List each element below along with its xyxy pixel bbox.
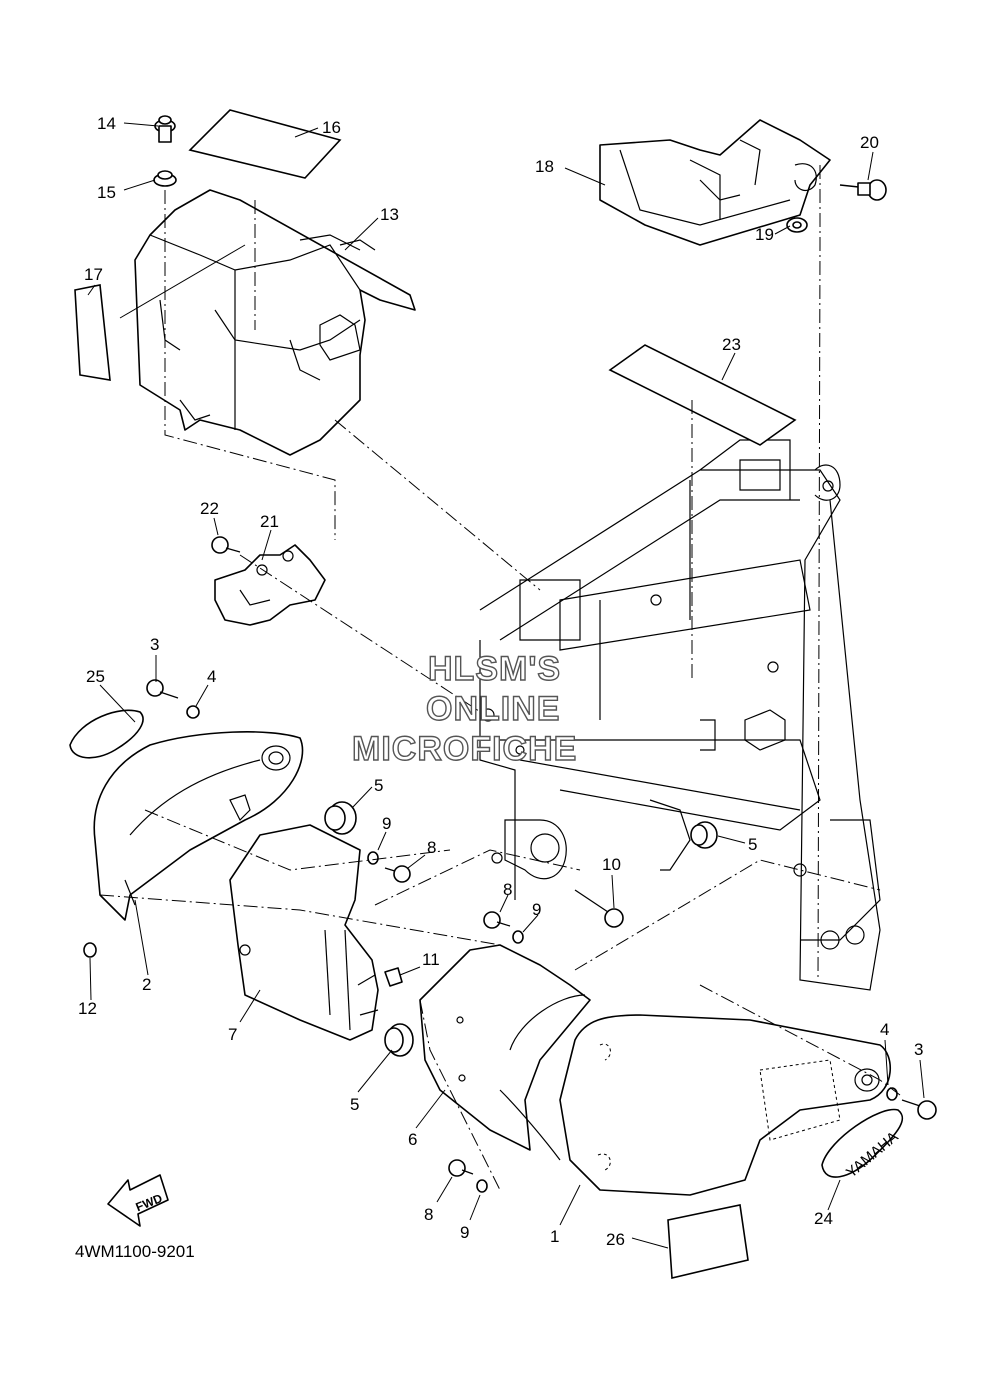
side-cover-1 (559, 1014, 892, 1196)
battery-box-13 (134, 189, 416, 456)
callout-26: 26 (606, 1230, 625, 1249)
callout-7: 7 (228, 1025, 237, 1044)
callout-15: 15 (97, 183, 116, 202)
callout-9: 9 (532, 900, 541, 919)
callout-5: 5 (748, 835, 757, 854)
battery-pad-16 (188, 109, 342, 179)
callout-25: 25 (86, 667, 105, 686)
bracket-21 (214, 544, 326, 626)
cover-18 (599, 119, 831, 246)
bolt-10 (574, 889, 624, 928)
washer-9-bottom (476, 1179, 488, 1193)
grommet-5-upper (324, 801, 357, 835)
callout-3: 3 (914, 1040, 923, 1059)
callout-9: 9 (382, 814, 391, 833)
case-7 (229, 824, 379, 1041)
callout-20: 20 (860, 133, 879, 152)
callout-17: 17 (84, 265, 103, 284)
guide-line (419, 999, 501, 1191)
guide-line (239, 554, 486, 716)
nut-19 (786, 217, 808, 233)
washer-4-left (186, 705, 200, 719)
screw-8-upper (384, 865, 411, 883)
frame-structure (479, 439, 881, 991)
callout-5: 5 (374, 776, 383, 795)
cover-6 (419, 944, 591, 1161)
callout-10: 10 (602, 855, 621, 874)
guide-line (144, 809, 451, 871)
clip-11 (384, 967, 403, 987)
guide-line (699, 984, 901, 1096)
fwd-arrow: FWD (107, 1174, 169, 1227)
side-cover-2 (93, 731, 304, 921)
callouts: 1 2 3 3 4 4 5 5 5 6 7 8 8 8 9 9 9 10 11 … (78, 114, 923, 1249)
watermark-line-2: ONLINE (426, 690, 560, 728)
screw-8-bottom (448, 1159, 474, 1177)
guide-line (374, 849, 581, 906)
washer-4-right (886, 1087, 898, 1101)
guide-line (574, 859, 881, 971)
washer-9-middle (512, 930, 524, 944)
callout-12: 12 (78, 999, 97, 1018)
guide-line (164, 190, 336, 540)
bolt-3-right (901, 1099, 937, 1120)
callout-1: 1 (550, 1227, 559, 1246)
callout-9: 9 (460, 1223, 469, 1242)
callout-19: 19 (755, 225, 774, 244)
callout-4: 4 (207, 667, 216, 686)
callout-14: 14 (97, 114, 116, 133)
callout-3: 3 (150, 635, 159, 654)
watermark: HLSM'S ONLINE MICROFICHE (351, 649, 577, 768)
callout-13: 13 (380, 205, 399, 224)
screw-8-middle (483, 911, 511, 929)
emblem-25 (69, 709, 144, 759)
washer-9-upper (367, 851, 379, 865)
callout-8: 8 (503, 880, 512, 899)
grommet-5-right (690, 821, 718, 849)
leader-lines (87, 122, 925, 1249)
callout-6: 6 (408, 1130, 417, 1149)
callout-23: 23 (722, 335, 741, 354)
guide-line (99, 894, 501, 946)
sheet-17 (74, 284, 111, 381)
label-26 (667, 1204, 749, 1279)
bolt-20 (839, 179, 887, 201)
bolt-22 (211, 536, 241, 554)
pad-23 (608, 344, 797, 446)
bolt-3-left (146, 679, 179, 699)
grommet-5-lower (384, 1023, 414, 1057)
callout-8: 8 (427, 838, 436, 857)
callout-11: 11 (422, 950, 440, 969)
callout-4: 4 (880, 1020, 889, 1039)
callout-2: 2 (142, 975, 151, 994)
callout-22: 22 (200, 499, 219, 518)
callout-16: 16 (322, 118, 341, 137)
washer-12 (83, 942, 97, 958)
collar-15 (153, 170, 177, 187)
callout-18: 18 (535, 157, 554, 176)
watermark-line-1: HLSM'S (428, 650, 561, 688)
callout-5: 5 (350, 1095, 359, 1114)
callout-24: 24 (814, 1209, 833, 1228)
guide-line (817, 165, 821, 981)
emblem-24: YAMAHA (821, 1108, 904, 1181)
diagram-code: 4WM1100-9201 (75, 1242, 195, 1261)
callout-8: 8 (424, 1205, 433, 1224)
bolt-14 (154, 115, 176, 143)
callout-21: 21 (260, 512, 279, 531)
watermark-line-3: MICROFICHE (352, 730, 577, 768)
guide-line (334, 419, 541, 591)
